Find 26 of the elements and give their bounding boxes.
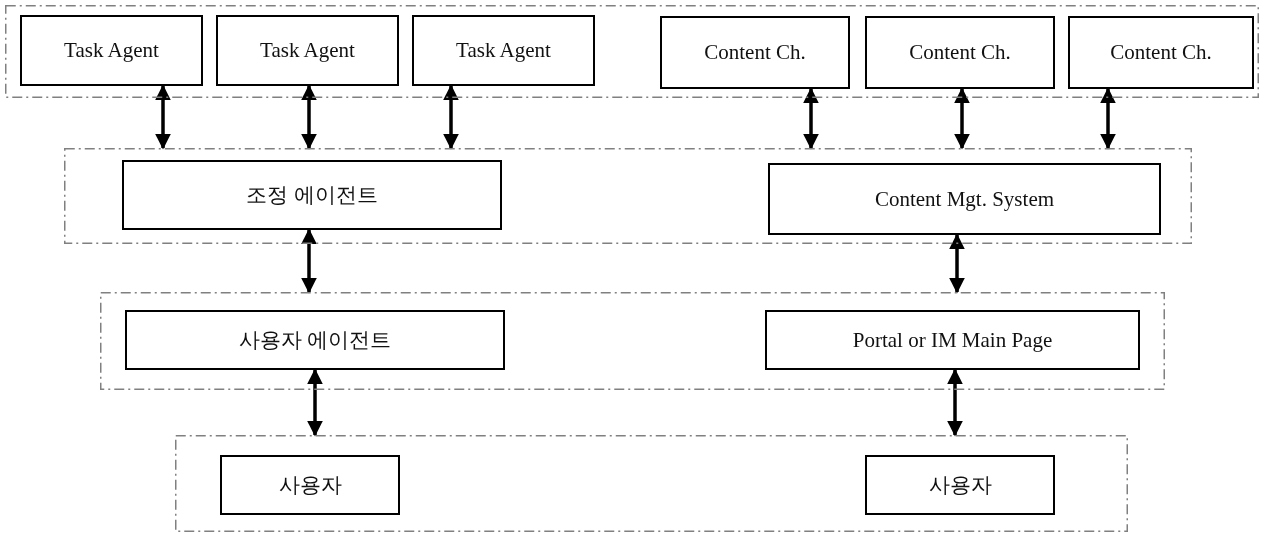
process-box: Content Ch.: [660, 16, 850, 89]
double-arrow: [155, 84, 171, 150]
process-box: Content Mgt. System: [768, 163, 1161, 235]
dash-dot-group-frame: [100, 292, 1165, 390]
process-box: 사용자: [220, 455, 400, 515]
double-arrow: [301, 84, 317, 150]
dash-dot-group-frame: [175, 435, 1128, 532]
double-arrow: [949, 233, 965, 294]
process-box: 사용자: [865, 455, 1055, 515]
double-arrow: [803, 87, 819, 150]
process-box: Content Ch.: [1068, 16, 1254, 89]
double-arrow: [301, 228, 317, 294]
double-arrow: [1100, 87, 1116, 150]
process-box: Task Agent: [20, 15, 203, 86]
double-arrow: [947, 368, 963, 437]
double-arrow: [443, 84, 459, 150]
process-box: 조정 에이전트: [122, 160, 502, 230]
process-box: Content Ch.: [865, 16, 1055, 89]
dash-dot-group-frame: [64, 148, 1192, 244]
process-box: Portal or IM Main Page: [765, 310, 1140, 370]
dash-dot-group-frame: [5, 5, 1259, 98]
process-box: 사용자 에이전트: [125, 310, 505, 370]
process-box: Task Agent: [216, 15, 399, 86]
double-arrow: [954, 87, 970, 150]
double-arrow: [307, 368, 323, 437]
process-box: Task Agent: [412, 15, 595, 86]
